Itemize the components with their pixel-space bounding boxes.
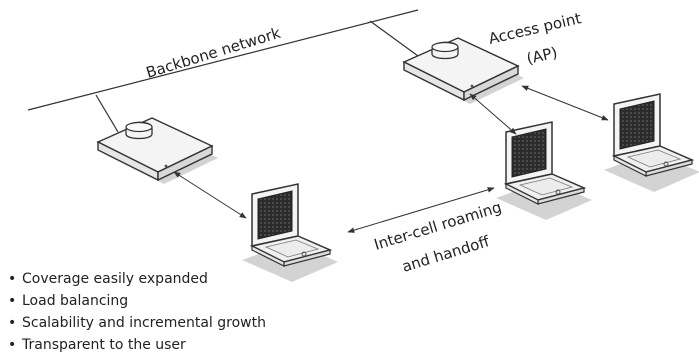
link-arrow bbox=[469, 93, 517, 135]
right-drop-line bbox=[369, 20, 419, 57]
list-item: Scalability and incremental growth bbox=[6, 312, 266, 334]
left-drop-line bbox=[95, 94, 119, 133]
access-point-abbrev-label: (AP) bbox=[525, 43, 559, 68]
list-item: Load balancing bbox=[6, 290, 266, 312]
access-point-icon bbox=[403, 37, 525, 105]
backbone-line bbox=[27, 9, 419, 111]
backbone-network-label: Backbone network bbox=[144, 24, 283, 82]
benefits-list: Coverage easily expanded Load balancing … bbox=[6, 268, 266, 356]
roaming-arrow bbox=[347, 187, 495, 233]
laptop-icon bbox=[603, 93, 699, 193]
link-arrow bbox=[173, 171, 247, 219]
list-item: Coverage easily expanded bbox=[6, 268, 266, 290]
list-item: Transparent to the user bbox=[6, 334, 266, 356]
access-point-label: Access point bbox=[487, 9, 583, 48]
link-arrow bbox=[521, 85, 609, 121]
laptop-icon bbox=[495, 121, 593, 221]
